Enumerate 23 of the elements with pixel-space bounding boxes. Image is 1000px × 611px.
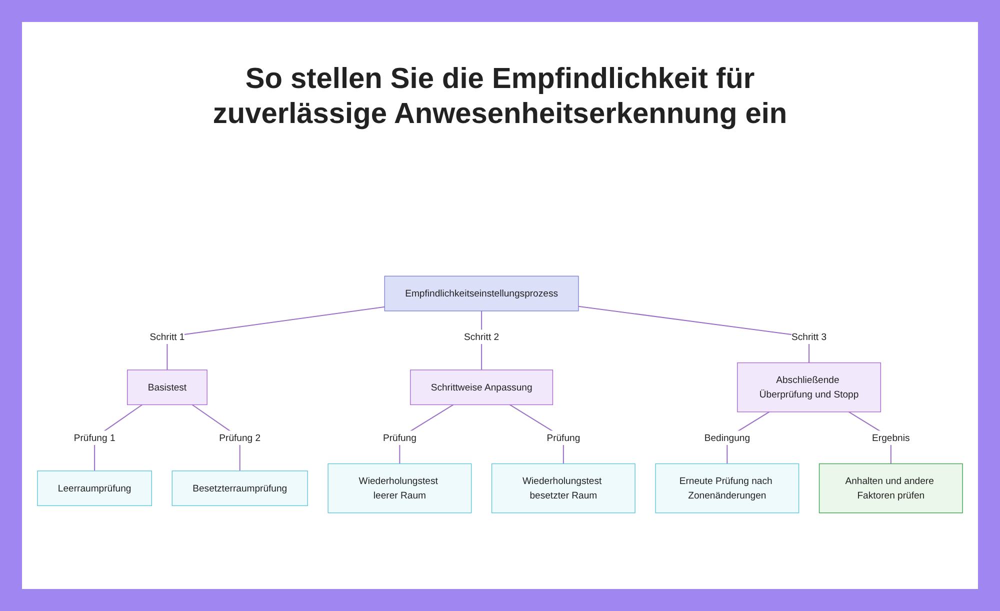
title: So stellen Sie die Empfindlichkeit für zuverlässige Anwesenheitserkennung ein xyxy=(212,62,788,132)
node-box xyxy=(127,370,208,406)
edge-label: Bedingung xyxy=(704,432,750,443)
edge-label: Schritt 3 xyxy=(792,331,827,342)
edge-label: Prüfung 1 xyxy=(74,432,116,443)
edge-label: Prüfung xyxy=(546,432,580,443)
edge-label: Prüfung 2 xyxy=(219,432,261,443)
node-box xyxy=(655,463,800,514)
node-box xyxy=(37,470,152,506)
node-box xyxy=(737,362,881,412)
edge-label: Schritt 1 xyxy=(150,331,185,342)
node-box xyxy=(172,470,308,506)
edge-label: Prüfung xyxy=(382,432,416,443)
card-background: So stellen Sie die Empfindlichkeit für zuverlässige Anwesenheitserkennung ein Schritt 1 Schritt 2 Schritt 3 Prüfung 1 Prüfung 2 Prüfung Prüfung Bedingung Ergebnis Empfindlichkeitseinstellungsprozess Basistest Schrittweise Anpassung Abschließende Überprüfung und Stopp Leerraumprüfung Besetzterraumprüfung Wiederholungstest leerer Raum Wiederholungstest besetzter Raum Erneute Prüfung nach Zonenänderungen Anhalten und andere Faktoren prüfen xyxy=(22,22,978,589)
node-box xyxy=(328,463,472,514)
node-box xyxy=(818,463,963,514)
connector xyxy=(578,306,810,363)
node-box xyxy=(384,276,579,312)
edge-label: Schritt 2 xyxy=(464,331,500,342)
connector xyxy=(166,306,385,370)
node-box xyxy=(491,463,636,514)
edge-label: Ergebnis xyxy=(872,432,910,443)
node-box xyxy=(410,370,554,406)
